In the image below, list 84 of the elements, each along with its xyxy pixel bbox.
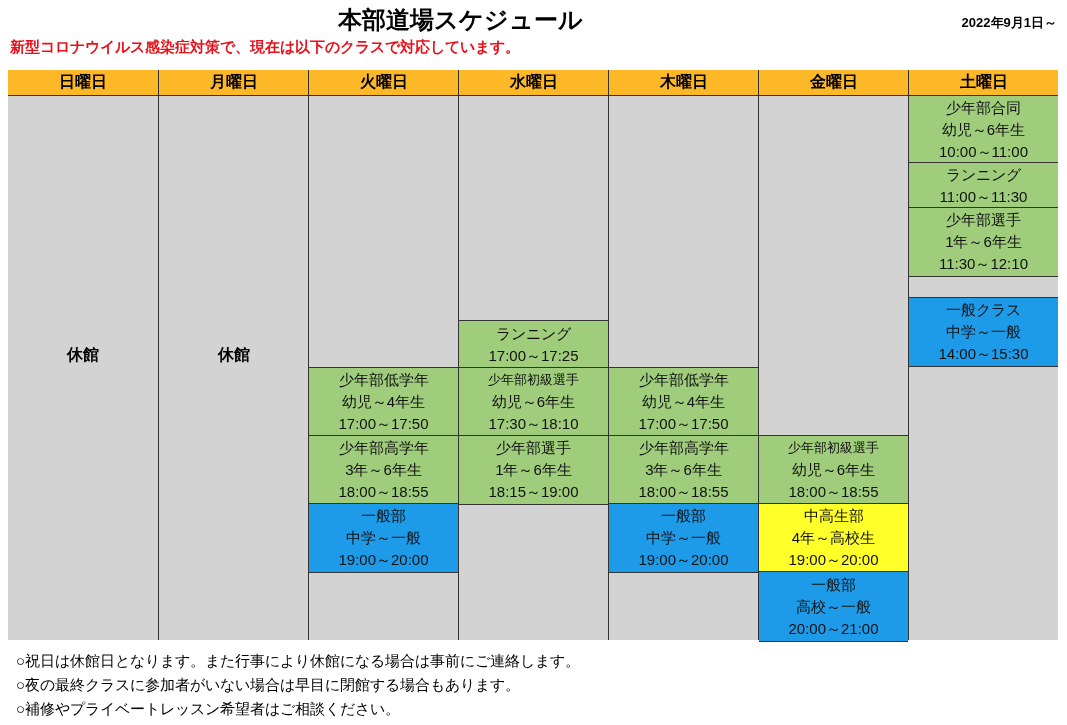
class-name: 少年部高学年 <box>638 438 729 458</box>
time-slot: 18:00～18:55 <box>338 481 429 503</box>
class-block <box>609 503 758 573</box>
target-group: 高校～一般 <box>796 595 871 618</box>
class-block <box>309 503 458 573</box>
target-group: 1年～6年生 <box>945 231 1022 253</box>
class-block <box>759 503 908 573</box>
time-slot: 18:00～18:55 <box>788 481 879 503</box>
day-header: 水曜日 <box>459 70 608 96</box>
class-block <box>459 367 608 437</box>
time-slot: 19:00～20:00 <box>788 549 879 571</box>
class-name: 一般部 <box>811 574 856 595</box>
target-group: 幼児～6年生 <box>791 459 876 481</box>
title: 本部道場スケジュール <box>336 5 584 35</box>
class-name: 一般クラス <box>946 300 1021 320</box>
time-slot: 20:00～21:00 <box>788 617 879 640</box>
time-slot: 19:00～20:00 <box>638 549 729 571</box>
day-column <box>309 70 459 640</box>
class-name: 少年部低学年 <box>338 370 429 390</box>
day-header: 木曜日 <box>609 70 758 96</box>
day-column <box>609 70 759 640</box>
target-group: 中学～一般 <box>346 527 421 549</box>
day-column <box>459 70 609 640</box>
time-slot: 11:30～12:10 <box>939 253 1028 275</box>
day-column <box>8 70 159 640</box>
class-block <box>609 367 758 437</box>
class-name: 中高生部 <box>803 506 864 526</box>
target-group: 中学～一般 <box>946 321 1021 343</box>
class-block <box>909 162 1058 209</box>
target-group: 3年～6年生 <box>345 459 422 481</box>
class-name: 少年部低学年 <box>638 370 729 390</box>
class-name: ランニング <box>496 323 571 344</box>
day-column <box>759 70 909 640</box>
class-block <box>909 95 1058 164</box>
day-header: 火曜日 <box>309 70 458 96</box>
target-group: 幼児～4年生 <box>641 391 726 413</box>
target-group: 4年～高校生 <box>791 527 876 549</box>
day-header: 土曜日 <box>909 70 1058 96</box>
time-slot: 18:15～19:00 <box>488 481 579 503</box>
time-slot: 17:00～17:50 <box>638 413 729 435</box>
class-block <box>759 435 908 505</box>
class-block <box>309 367 458 437</box>
class-name: 少年部高学年 <box>338 438 429 458</box>
class-name: 少年部初級選手 <box>488 371 579 389</box>
day-header: 日曜日 <box>8 70 158 96</box>
target-group: 幼児～6年生 <box>941 118 1026 141</box>
time-slot: 10:00～11:00 <box>939 140 1028 163</box>
day-header: 金曜日 <box>759 70 908 96</box>
closed-text: 休館 <box>65 345 100 365</box>
class-name: 一般部 <box>361 506 406 526</box>
class-name: ランニング <box>946 164 1021 185</box>
class-block <box>309 435 458 505</box>
target-group: 3年～6年生 <box>645 459 722 481</box>
target-group: 幼児～4年生 <box>341 391 426 413</box>
class-block <box>909 207 1058 277</box>
time-slot: 11:00～11:30 <box>939 185 1028 208</box>
class-block <box>459 320 608 369</box>
day-column <box>159 70 309 640</box>
time-slot: 17:00～17:25 <box>488 344 579 367</box>
target-group: 1年～6年生 <box>495 459 572 481</box>
date-note: 2022年9月1日～ <box>961 14 1057 32</box>
closed-text: 休館 <box>216 345 251 365</box>
target-group: 中学～一般 <box>646 527 721 549</box>
time-slot: 19:00～20:00 <box>338 549 429 571</box>
class-block <box>909 297 1058 367</box>
class-block <box>759 571 908 642</box>
class-name: 少年部合同 <box>946 97 1021 118</box>
time-slot: 17:30～18:10 <box>488 413 579 435</box>
class-name: 少年部選手 <box>946 210 1021 230</box>
time-slot: 17:00～17:50 <box>338 413 429 435</box>
footnote: ○祝日は休館日となります。また行事により休館になる場合は事前にご連絡します。 <box>16 652 581 671</box>
class-block <box>459 435 608 505</box>
class-name: 一般部 <box>661 506 706 526</box>
footnote: ○夜の最終クラスに参加者がいない場合は早目に閉館する場合もあります。 <box>16 676 521 695</box>
footnote: ○補修やプライベートレッスン希望者はご相談ください。 <box>16 700 401 719</box>
time-slot: 18:00～18:55 <box>638 481 729 503</box>
day-header: 月曜日 <box>159 70 308 96</box>
day-column <box>909 70 1058 640</box>
time-slot: 14:00～15:30 <box>938 343 1029 365</box>
class-name: 少年部初級選手 <box>788 439 879 457</box>
class-name: 少年部選手 <box>496 438 571 458</box>
notice-text: 新型コロナウイルス感染症対策で、現在は以下のクラスで対応しています。 <box>10 38 520 57</box>
target-group: 幼児～6年生 <box>491 391 576 413</box>
class-block <box>609 435 758 505</box>
